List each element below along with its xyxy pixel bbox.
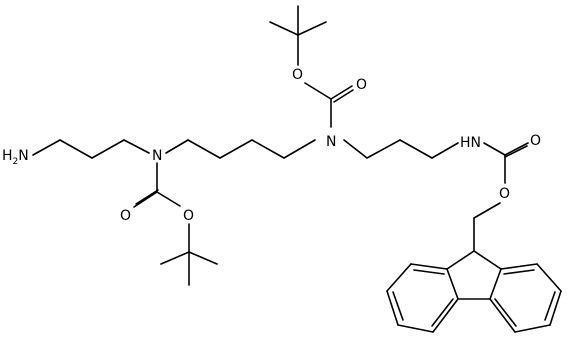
nitrogen-1-label: N [152, 148, 162, 164]
boc1-carbonyl-oxygen-label: O [120, 208, 131, 224]
nitrogen-2-label: N [326, 134, 336, 150]
boc-group-upper [269, 5, 354, 128]
fmoc-carbonyl-oxygen-label: O [530, 133, 541, 149]
carbamate-nh-label: HN [460, 135, 481, 151]
amine-label: H2N [2, 148, 29, 167]
boc1-ether-oxygen-label: O [183, 208, 194, 224]
fmoc-carbamate [473, 142, 529, 252]
boc-group-lower [133, 162, 218, 286]
fluorene-rings [386, 250, 562, 333]
backbone-bonds [32, 139, 459, 159]
fmoc-ether-oxygen-label: O [499, 186, 510, 202]
boc2-carbonyl-oxygen-label: O [356, 77, 367, 93]
boc2-ether-oxygen-label: O [292, 67, 303, 83]
